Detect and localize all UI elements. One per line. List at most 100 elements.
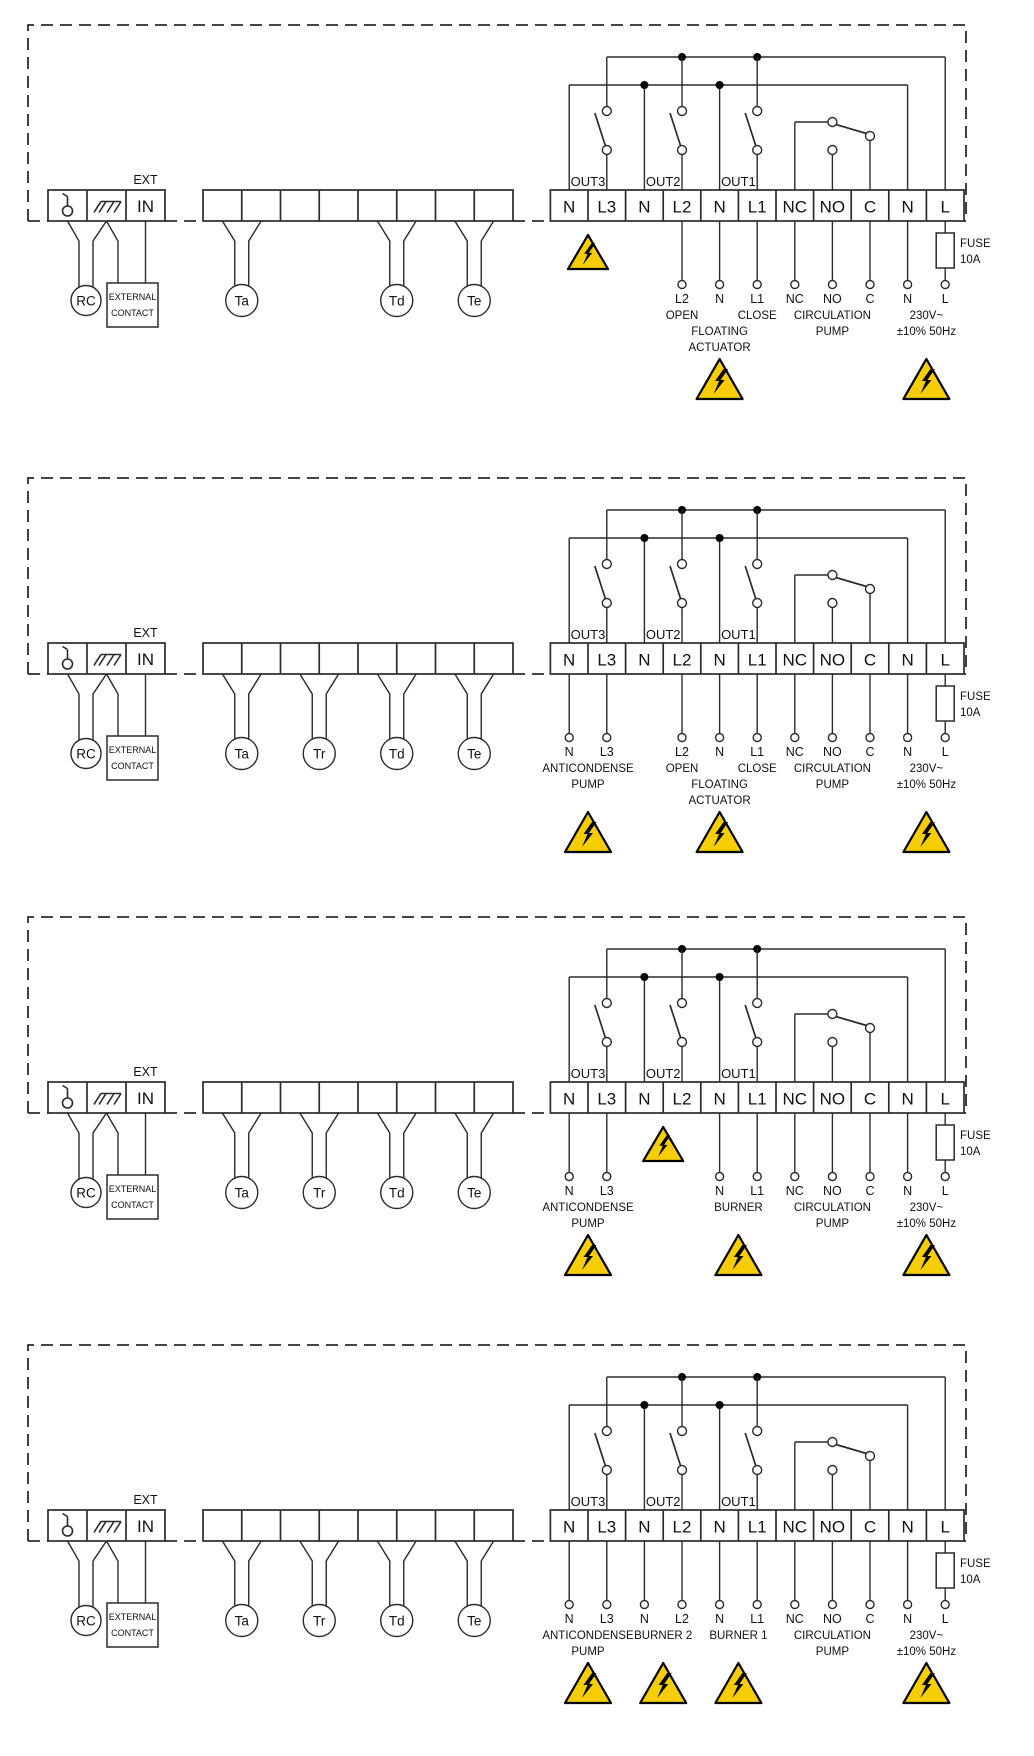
warning-triangle-icon: [642, 1125, 685, 1163]
terminal-label-N-0: N: [563, 1090, 575, 1109]
output-terminal-circle: [902, 732, 913, 743]
sensor-label: Ta: [235, 1614, 250, 1629]
output-terminal-circle: [827, 1599, 838, 1610]
ground-symbol-icon: [93, 653, 122, 666]
relay-contact-nc: [827, 1008, 838, 1020]
warning-triangle-icon: [695, 357, 744, 401]
output-terminal-circle: [714, 1599, 725, 1610]
sensor-wire: [221, 220, 236, 286]
sensor-wire: [248, 220, 262, 286]
output-wire-C-8: C: [865, 674, 875, 759]
caption-circulation: CIRCULATION: [794, 1630, 871, 1642]
junction-dot: [715, 1401, 724, 1409]
external-contact-label: CONTACT: [111, 1628, 154, 1638]
lightning-bolt-icon: [920, 369, 935, 394]
warning-triangle-icon: [902, 1661, 951, 1705]
relay-wiring: [568, 945, 946, 1082]
output-terminal-name: N: [565, 1612, 574, 1626]
caption-open: OPEN: [666, 763, 699, 775]
output-wire-N-9: N: [902, 1113, 913, 1198]
rc-label: RC: [76, 747, 96, 762]
caption-anticondense: ANTICONDENSE: [542, 1630, 634, 1642]
switch-out3: [593, 57, 612, 190]
output-terminal-circle: [865, 1599, 875, 1610]
output-wire-L-10: L: [940, 732, 950, 759]
output-terminal-name: NO: [823, 292, 842, 306]
output-terminal-circle: [827, 732, 838, 743]
terminal-label-C-8: C: [864, 198, 876, 217]
in-terminal-label: IN: [137, 197, 154, 216]
relay-wiring: [568, 1373, 946, 1510]
fuse-body: [935, 232, 955, 269]
switch-lever: [669, 565, 682, 599]
ext-label: EXT: [133, 1065, 158, 1079]
dashed-border: [27, 1344, 967, 1541]
terminal-label-N-2: N: [638, 1090, 650, 1109]
terminal-label-L3-1: L3: [597, 1090, 616, 1109]
switch-lever: [744, 1432, 757, 1466]
caption-burner: BURNER: [714, 1202, 763, 1214]
switch-contact: [752, 105, 763, 117]
switch-out3: [593, 1377, 612, 1510]
sensor-wire: [325, 673, 340, 739]
output-terminal-name: N: [715, 1184, 724, 1198]
output-wire-N-2: N: [639, 1541, 650, 1626]
output-terminal-circle: [865, 732, 875, 743]
output-wire-N-4: N: [714, 221, 725, 306]
rc-label: RC: [76, 1614, 96, 1629]
out-label-OUT1: OUT1: [721, 174, 756, 189]
output-terminal-circle: [902, 279, 913, 290]
junction-dot: [640, 973, 649, 981]
key-tick: [62, 1084, 68, 1090]
switch-contact: [752, 144, 763, 156]
fuse-body: [935, 1552, 955, 1589]
sensor-circle: [302, 736, 336, 771]
terminal-label-NO-7: NO: [820, 651, 846, 670]
switch-contact: [752, 1425, 763, 1437]
fuse-label: FUSE: [960, 1558, 991, 1570]
lightning-bolt-icon: [713, 822, 729, 847]
output-terminal-circle: [902, 1599, 913, 1610]
key-bow: [61, 205, 74, 217]
caption-230v-: 230V~: [910, 310, 944, 322]
output-terminal-circle: [752, 1171, 762, 1182]
external-contact-box: [106, 282, 159, 328]
caption-circulation: CIRCULATION: [794, 310, 871, 322]
output-terminal-name: L2: [675, 292, 689, 306]
switch-lever: [593, 112, 607, 146]
relay-lever: [835, 576, 867, 588]
out-label-OUT1: OUT1: [721, 1494, 756, 1509]
external-contact-wire: [105, 1112, 119, 1175]
hatch: [113, 654, 122, 666]
caption-pump: PUMP: [571, 1218, 605, 1230]
terminal-label-NO-7: NO: [820, 198, 846, 217]
sensor-circle: [225, 736, 259, 771]
rc-wiring: RC: [66, 1112, 108, 1209]
terminal-label-L-10: L: [940, 651, 949, 670]
switch-contact: [601, 997, 612, 1009]
output-terminal-circle: [940, 732, 950, 743]
ext-label: EXT: [133, 626, 158, 640]
rc-wire: [66, 220, 80, 287]
external-contact-label: EXTERNAL: [109, 745, 157, 755]
rc-circle: [70, 1176, 102, 1209]
terminal-label-N-0: N: [563, 198, 575, 217]
output-terminal-name: NO: [823, 1612, 842, 1626]
rc-label: RC: [76, 1186, 96, 1201]
dashed-border: [27, 916, 967, 1113]
output-terminal-name: NC: [786, 1612, 804, 1626]
terminal-label-N-4: N: [713, 1518, 725, 1537]
output-terminal-name: NC: [786, 292, 804, 306]
sensor-label: Ta: [235, 294, 250, 309]
external-contact-wire: [105, 1540, 119, 1603]
rc-label: RC: [76, 294, 96, 309]
output-terminal-name: L3: [600, 1184, 614, 1198]
lightning-bolt-icon: [582, 1245, 597, 1270]
output-wire-L1-5: L1: [750, 221, 764, 306]
switch-contact: [752, 997, 763, 1009]
switch-contact: [601, 1425, 612, 1437]
